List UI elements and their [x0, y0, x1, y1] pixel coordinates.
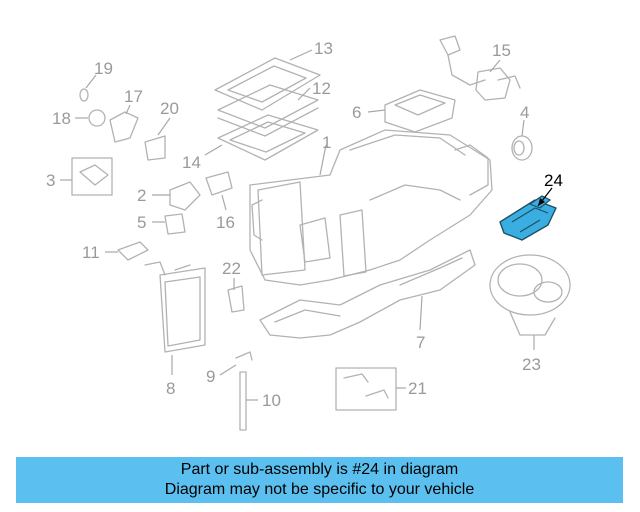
callout-23: 23 [522, 355, 541, 374]
banner-line-1: Part or sub-assembly is #24 in diagram [180, 461, 459, 478]
callout-20: 20 [160, 99, 179, 118]
small-parts [71, 88, 397, 431]
callout-12: 12 [312, 79, 331, 98]
banner-line-2: Diagram may not be specific to your vehi… [164, 481, 475, 498]
callout-9: 9 [206, 367, 215, 386]
leader-lines [60, 49, 553, 401]
callout-15: 15 [492, 41, 511, 60]
callout-4: 4 [520, 103, 529, 122]
callout-7: 7 [416, 333, 425, 352]
plug-part [511, 135, 533, 161]
wire-harness-part [439, 35, 521, 101]
callout-22: 22 [222, 259, 241, 278]
callout-5: 5 [137, 213, 146, 232]
callout-10: 10 [262, 391, 281, 410]
filter-stack-part [214, 57, 321, 161]
info-banner: Part or sub-assembly is #24 in diagram D… [16, 457, 623, 503]
callout-14: 14 [182, 153, 201, 172]
callout-labels: 1 2 3 4 5 6 7 8 9 10 11 12 13 14 15 16 1… [46, 39, 563, 410]
callout-19: 19 [94, 59, 113, 78]
callout-16: 16 [216, 213, 235, 232]
callout-21: 21 [408, 379, 427, 398]
callout-24: 24 [544, 171, 563, 190]
callout-2: 2 [137, 186, 146, 205]
heater-core-part [144, 261, 206, 353]
lower-duct-part [259, 249, 476, 339]
callout-3: 3 [46, 171, 55, 190]
duct-top-part [384, 89, 456, 133]
hvac-housing-part [249, 129, 493, 286]
callout-8: 8 [166, 379, 175, 398]
callout-18: 18 [52, 109, 71, 128]
parts-diagram: 1 2 3 4 5 6 7 8 9 10 11 12 13 14 15 16 1… [46, 35, 571, 431]
callout-13: 13 [314, 39, 333, 58]
callout-11: 11 [82, 243, 100, 262]
callout-6: 6 [352, 103, 361, 122]
actuator-part-24[interactable] [499, 195, 557, 241]
blower-motor-part [489, 254, 571, 336]
callout-17: 17 [124, 87, 143, 106]
callout-1: 1 [322, 133, 331, 152]
